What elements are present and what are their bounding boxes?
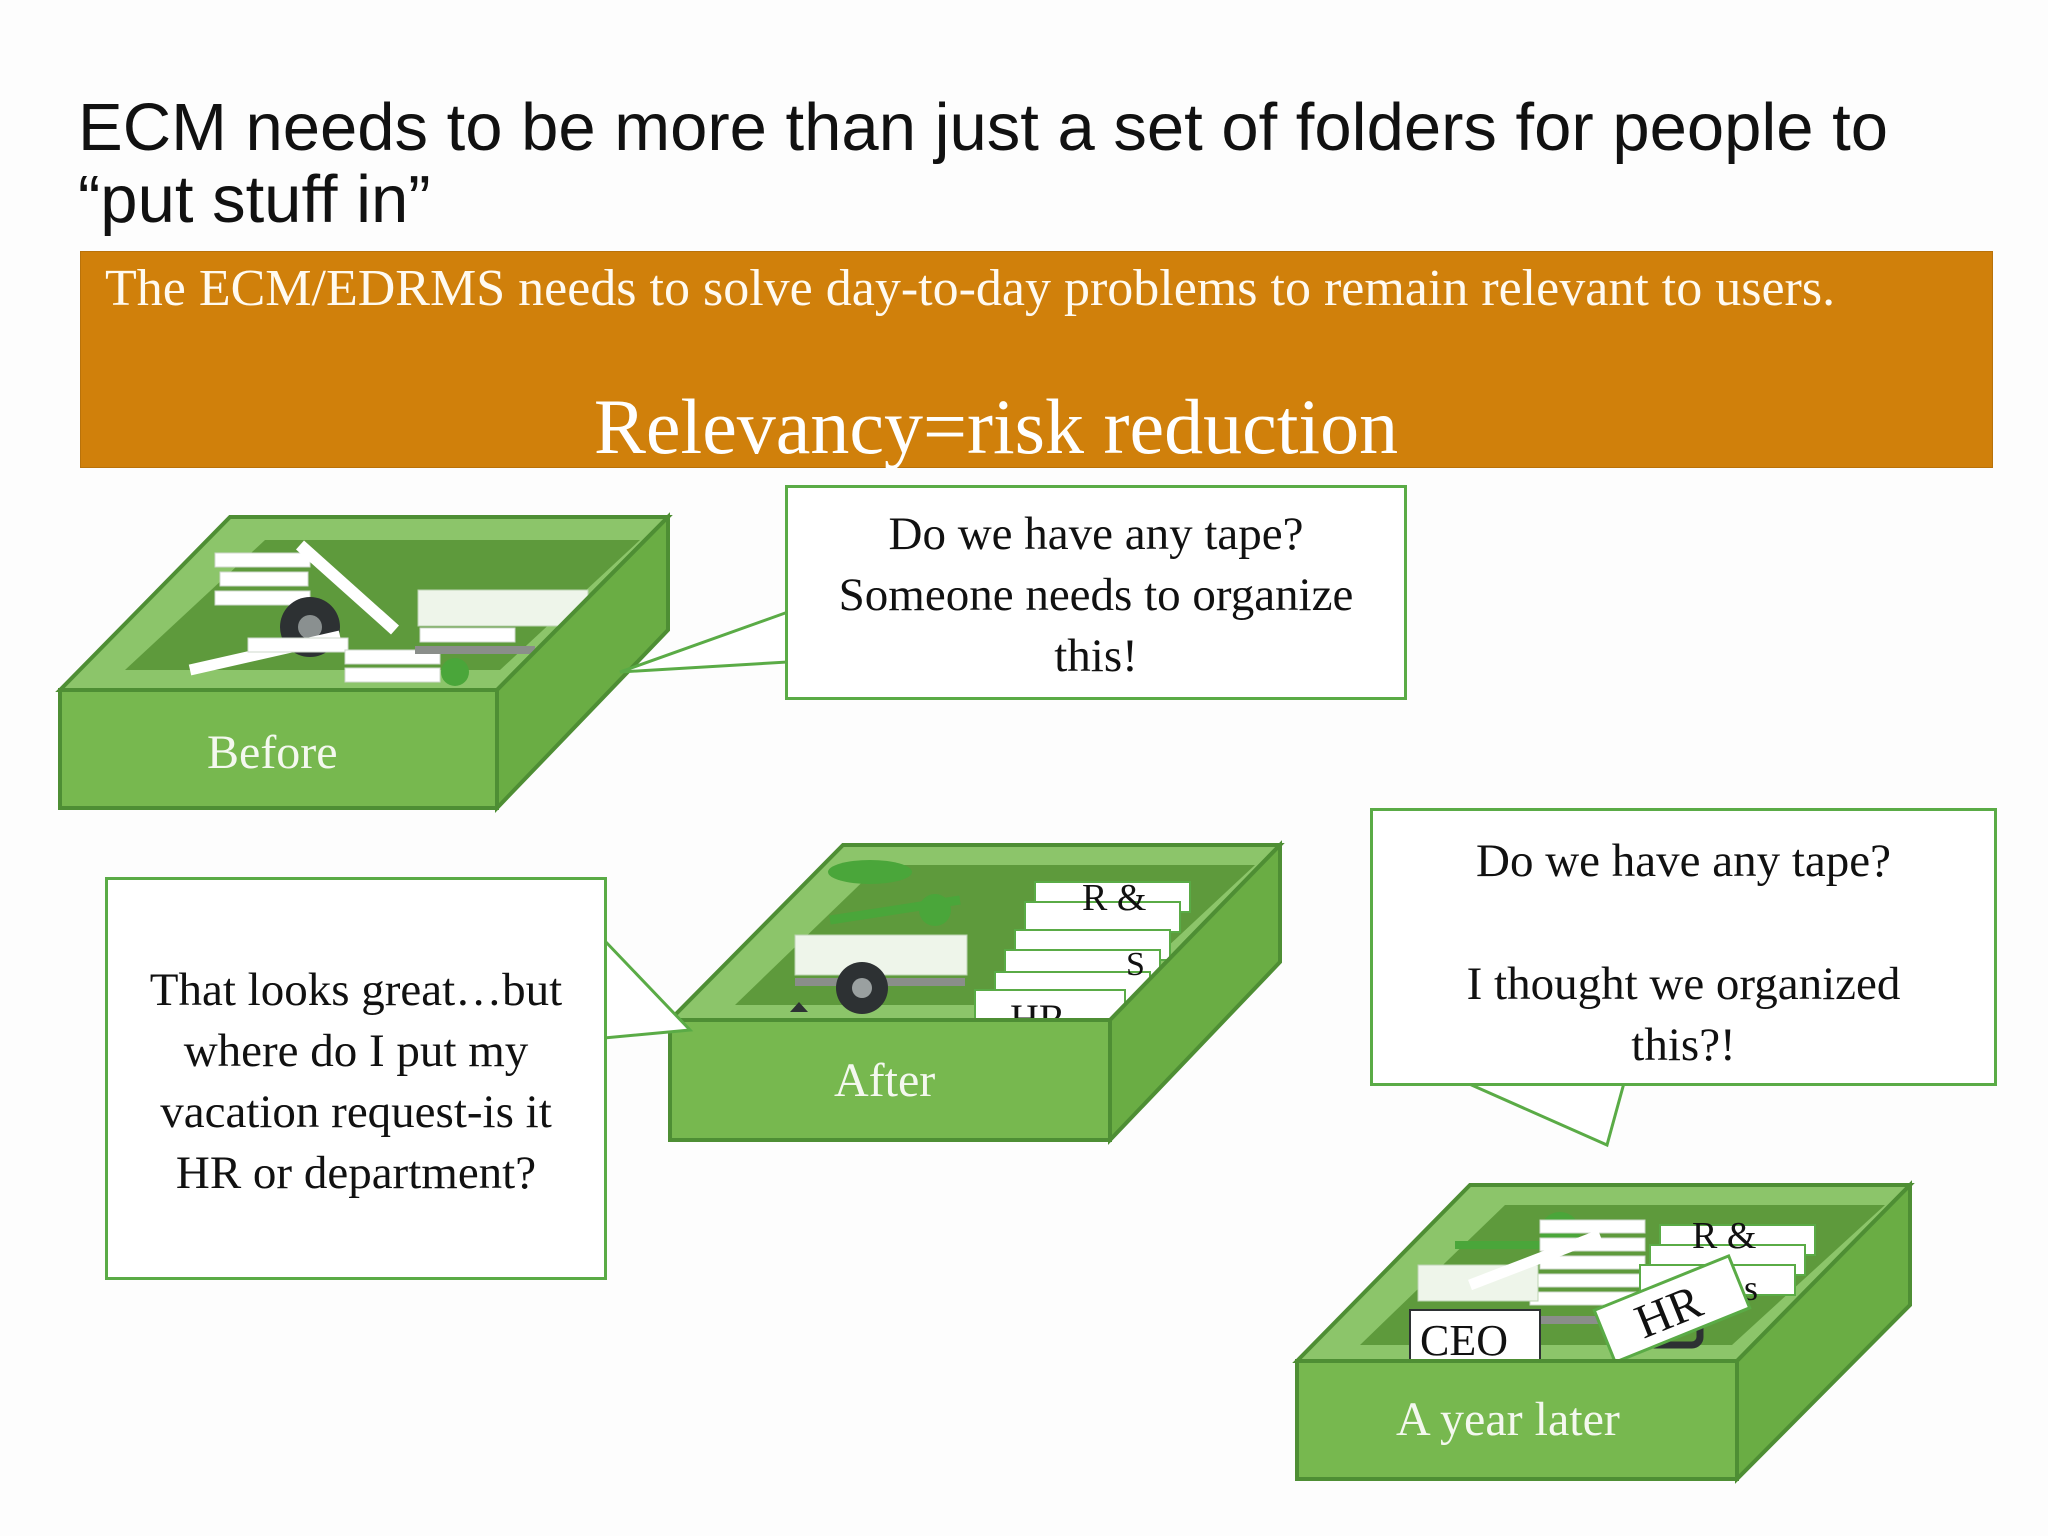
year-tab-ceo: CEO [1420, 1316, 1508, 1365]
callout-before-line-2: Someone needs to organize [838, 569, 1354, 621]
after-tab-s: S [1126, 946, 1145, 983]
callout-before-line-1: Do we have any tape? [888, 508, 1304, 560]
callout-before-line-3: this! [1054, 630, 1138, 682]
callout-after-line-4: HR or department? [175, 1147, 537, 1199]
year-later-box-illustration: R & es CEO HR [1292, 1180, 1915, 1484]
after-label: After [834, 1054, 936, 1107]
banner-text: The ECM/EDRMS needs to solve day-to-day … [105, 260, 1836, 317]
before-clutter [188, 540, 589, 686]
callout-before: Do we have any tape? Someone needs to or… [785, 485, 1407, 700]
callout-year-spacer [1373, 892, 1994, 954]
orange-banner: The ECM/EDRMS needs to solve day-to-day … [80, 251, 1993, 470]
callout-year-line-1: Do we have any tape? [1476, 835, 1891, 887]
callout-year-line-2: I thought we organized [1466, 958, 1901, 1010]
slide-title: ECM needs to be more than just a set of … [78, 90, 1889, 237]
callout-after-line-3: vacation request-is it [160, 1086, 552, 1138]
after-tab-r: R & [1082, 877, 1146, 919]
after-box-illustration: R & S HR [665, 840, 1285, 1145]
year-later-clutter: R & es CEO HR [1409, 1212, 1816, 1365]
banner-heading: Relevancy=risk reduction [593, 383, 1399, 470]
callout-year-line-3: this?! [1631, 1019, 1736, 1071]
year-tab-r: R & [1692, 1215, 1756, 1257]
callout-after-line-1: That looks great…but [149, 964, 563, 1016]
callout-year-later: Do we have any tape? I thought we organi… [1370, 808, 1997, 1086]
before-label: Before [207, 726, 338, 779]
before-box-illustration [55, 512, 673, 813]
callout-after: That looks great…but where do I put my v… [105, 877, 607, 1280]
callout-after-line-2: where do I put my [183, 1025, 529, 1077]
year-later-label: A year later [1396, 1393, 1620, 1446]
